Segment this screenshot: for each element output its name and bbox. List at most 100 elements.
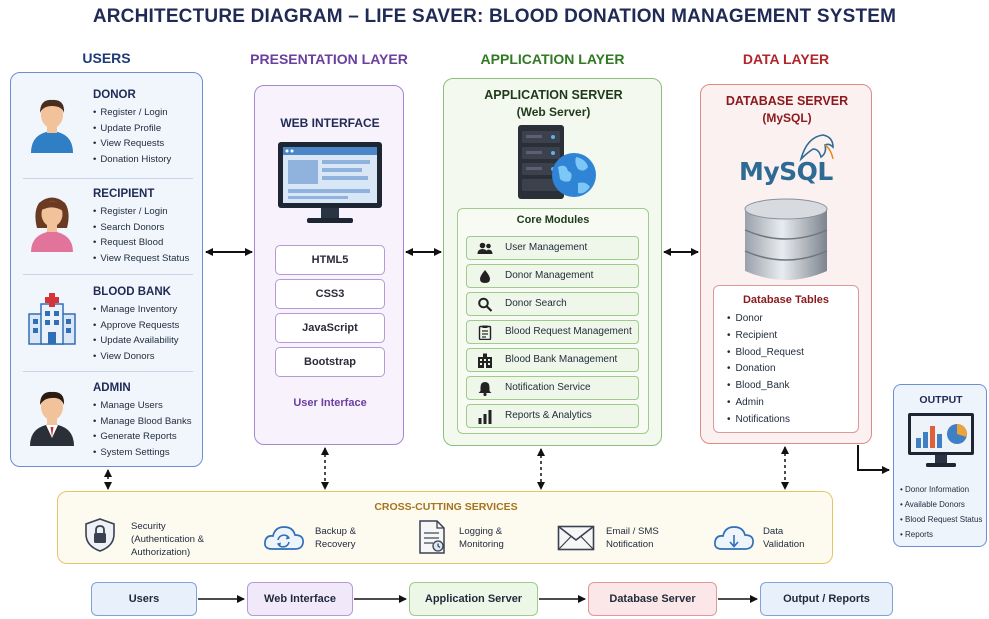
module-notification-service: Notification Service <box>466 376 639 400</box>
service-line: Monitoring <box>459 539 504 550</box>
tech-html5: HTML5 <box>275 245 385 275</box>
list-item: • Available Donors <box>900 500 965 509</box>
list-item: View Request Status <box>93 251 189 267</box>
service-data-validation-label: Data Validation <box>763 525 804 551</box>
log-document-icon <box>419 520 445 554</box>
service-email-sms-label: Email / SMS Notification <box>606 525 659 551</box>
users-icon <box>477 242 493 254</box>
admin-avatar-icon <box>30 391 74 446</box>
flow-step-users: Users <box>91 582 197 616</box>
divider <box>23 371 193 372</box>
list-item: Recipient <box>727 328 804 345</box>
building-icon <box>478 353 492 368</box>
list-item: • Reports <box>900 530 934 539</box>
service-line: Validation <box>763 539 805 550</box>
application-panel: APPLICATION SERVER (Web Server) Core Mod… <box>443 78 662 446</box>
service-security-label: Security (Authentication & Authorization… <box>131 520 204 559</box>
list-item: Donation History <box>93 152 171 168</box>
clipboard-icon <box>478 325 492 340</box>
user-name-admin: ADMIN <box>93 382 131 394</box>
list-item: Update Profile <box>93 121 171 137</box>
list-item: Search Donors <box>93 220 189 236</box>
module-label: Blood Request Management <box>505 326 632 337</box>
envelope-icon <box>557 525 595 551</box>
diagram-title: ARCHITECTURE DIAGRAM – LIFE SAVER: BLOOD… <box>92 6 897 27</box>
module-label: Notification Service <box>505 382 591 393</box>
user-name-donor: DONOR <box>93 89 136 101</box>
recipient-avatar-icon <box>31 197 73 252</box>
output-heading: OUTPUT <box>919 394 963 406</box>
user-section-recipient: RECIPIENT Register / Login Search Donors… <box>11 188 204 284</box>
database-tables-title: Database Tables <box>742 294 829 306</box>
output-item-text: Blood Request Status <box>905 515 983 524</box>
list-item: View Requests <box>93 136 171 152</box>
service-line: Notification <box>606 539 654 550</box>
output-item-text: Available Donors <box>904 500 965 509</box>
output-items-list: • Donor Information • Available Donors •… <box>900 482 982 542</box>
list-item: Update Availability <box>93 333 179 349</box>
list-item: Donor <box>727 311 804 328</box>
list-item: System Settings <box>93 445 192 461</box>
module-user-management: User Management <box>466 236 639 260</box>
list-item: Manage Inventory <box>93 302 179 318</box>
tech-javascript: JavaScript <box>275 313 385 343</box>
service-line: Authorization) <box>131 547 191 558</box>
flow-step-output-reports: Output / Reports <box>760 582 893 616</box>
list-item: • Blood Request Status <box>900 515 983 524</box>
service-line: Email / SMS <box>606 526 659 537</box>
donor-avatar-icon <box>31 99 73 153</box>
list-item: Register / Login <box>93 204 189 220</box>
list-item: Approve Requests <box>93 318 179 334</box>
list-item: Donation <box>727 361 804 378</box>
user-section-admin: ADMIN Manage Users Manage Blood Banks Ge… <box>11 382 204 468</box>
database-tables-box: Database Tables Donor Recipient Blood_Re… <box>713 285 859 433</box>
search-icon <box>478 297 493 312</box>
hospital-icon <box>28 293 76 345</box>
module-label: Donor Search <box>505 298 567 309</box>
list-item: Blood_Request <box>727 345 804 362</box>
blood-bank-actions-list: Manage Inventory Approve Requests Update… <box>93 302 179 364</box>
user-section-blood-bank: BLOOD BANK Manage Inventory Approve Requ… <box>11 286 204 382</box>
list-item: Manage Users <box>93 398 192 414</box>
presentation-panel: WEB INTERFACE HTML5 CSS3 JavaScript Boot… <box>254 85 404 445</box>
service-line: Recovery <box>315 539 356 550</box>
flow-step-database-server: Database Server <box>588 582 717 616</box>
database-server-subheading: (MySQL) <box>762 111 812 125</box>
module-label: User Management <box>505 242 588 253</box>
data-output-connector <box>857 445 890 474</box>
data-panel: DATABASE SERVER (MySQL) MySQL Database T… <box>700 84 872 444</box>
service-line: Data <box>763 526 784 537</box>
tech-bootstrap: Bootstrap <box>275 347 385 377</box>
service-line: (Authentication & <box>131 534 205 545</box>
list-item: Blood_Bank <box>727 378 804 395</box>
cross-cutting-panel: CROSS-CUTTING SERVICES Security (Authent… <box>57 491 833 564</box>
bell-icon <box>478 382 492 396</box>
list-item: View Donors <box>93 349 179 365</box>
module-donor-search: Donor Search <box>466 292 639 316</box>
users-panel: DONOR Register / Login Update Profile Vi… <box>10 72 203 467</box>
mysql-dolphin-icon <box>799 134 834 162</box>
module-blood-request-management: Blood Request Management <box>466 320 639 344</box>
web-interface-heading: WEB INTERFACE <box>280 116 380 130</box>
application-server-subheading: (Web Server) <box>516 105 591 119</box>
application-layer-heading: APPLICATION LAYER <box>480 51 625 67</box>
list-item: • Donor Information <box>900 485 970 494</box>
recipient-actions-list: Register / Login Search Donors Request B… <box>93 204 189 266</box>
users-column-heading: USERS <box>82 50 131 66</box>
database-icon <box>744 198 828 280</box>
lock-shield-icon <box>85 518 115 552</box>
module-donor-management: Donor Management <box>466 264 639 288</box>
divider <box>23 178 193 179</box>
blood-drop-icon <box>480 270 490 283</box>
database-server-heading: DATABASE SERVER <box>725 94 849 108</box>
cloud-check-icon <box>714 526 754 550</box>
data-layer-heading: DATA LAYER <box>742 51 830 67</box>
service-line: Backup & <box>315 526 357 537</box>
divider <box>23 274 193 275</box>
module-label: Donor Management <box>505 270 594 281</box>
service-line: Logging & <box>459 526 503 537</box>
list-item: Admin <box>727 395 804 412</box>
output-panel: OUTPUT • Donor Information • Available D… <box>893 384 987 547</box>
cross-cutting-title: CROSS-CUTTING SERVICES <box>374 501 518 513</box>
